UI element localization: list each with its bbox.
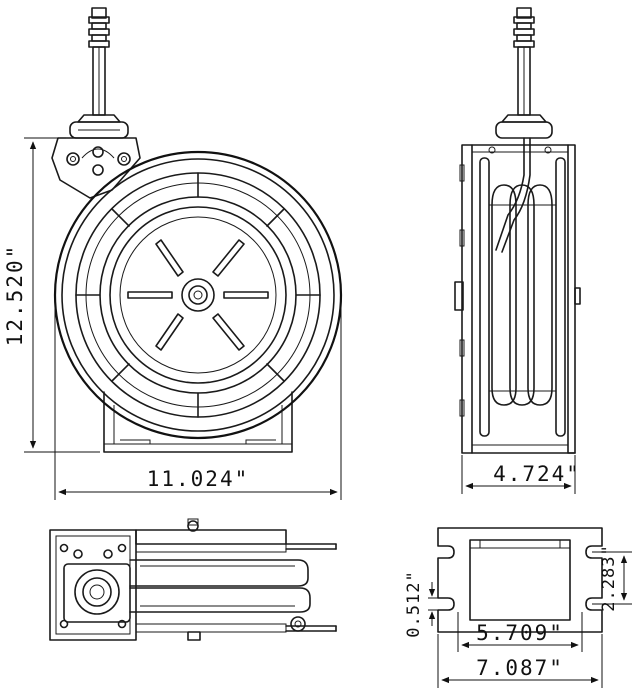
top-mount-plate (50, 530, 136, 640)
base-width-label: 7.087" (476, 656, 564, 680)
side-swivel-fitting (496, 8, 552, 138)
base-plate-view: 0.512" 2.283" 5.709" 7.087" (404, 528, 632, 688)
top-hose-coils (130, 560, 310, 631)
top-view (50, 519, 336, 640)
front-hub (182, 279, 214, 311)
base-slot-spacing-label: 2.283" (599, 544, 619, 611)
front-width-label: 11.024" (147, 467, 250, 491)
base-slot-offset-label: 0.512" (404, 570, 424, 637)
front-bracket-arm (52, 138, 140, 198)
top-drum-body (136, 519, 286, 640)
top-swivel-body (64, 564, 130, 622)
base-slot-offset-dimension: 0.512" (404, 570, 448, 637)
side-hose-coils (492, 138, 552, 405)
front-hub-spokes (128, 240, 268, 350)
side-width-label: 4.724" (493, 462, 581, 486)
base-hole-spacing-label: 5.709" (476, 621, 564, 645)
base-plate (438, 528, 602, 632)
base-slot-spacing-dimension: 2.283" (592, 544, 632, 611)
front-view: 12.520" 11.024" (3, 8, 341, 500)
front-height-label: 12.520" (3, 244, 27, 347)
side-view: 4.724" (455, 8, 581, 494)
side-width-dimension: 4.724" (462, 455, 581, 494)
side-frame (455, 145, 580, 453)
front-swivel-fitting (70, 8, 128, 138)
base-hole-spacing-dimension: 5.709" (458, 612, 582, 652)
front-drum-ribs (76, 173, 320, 417)
